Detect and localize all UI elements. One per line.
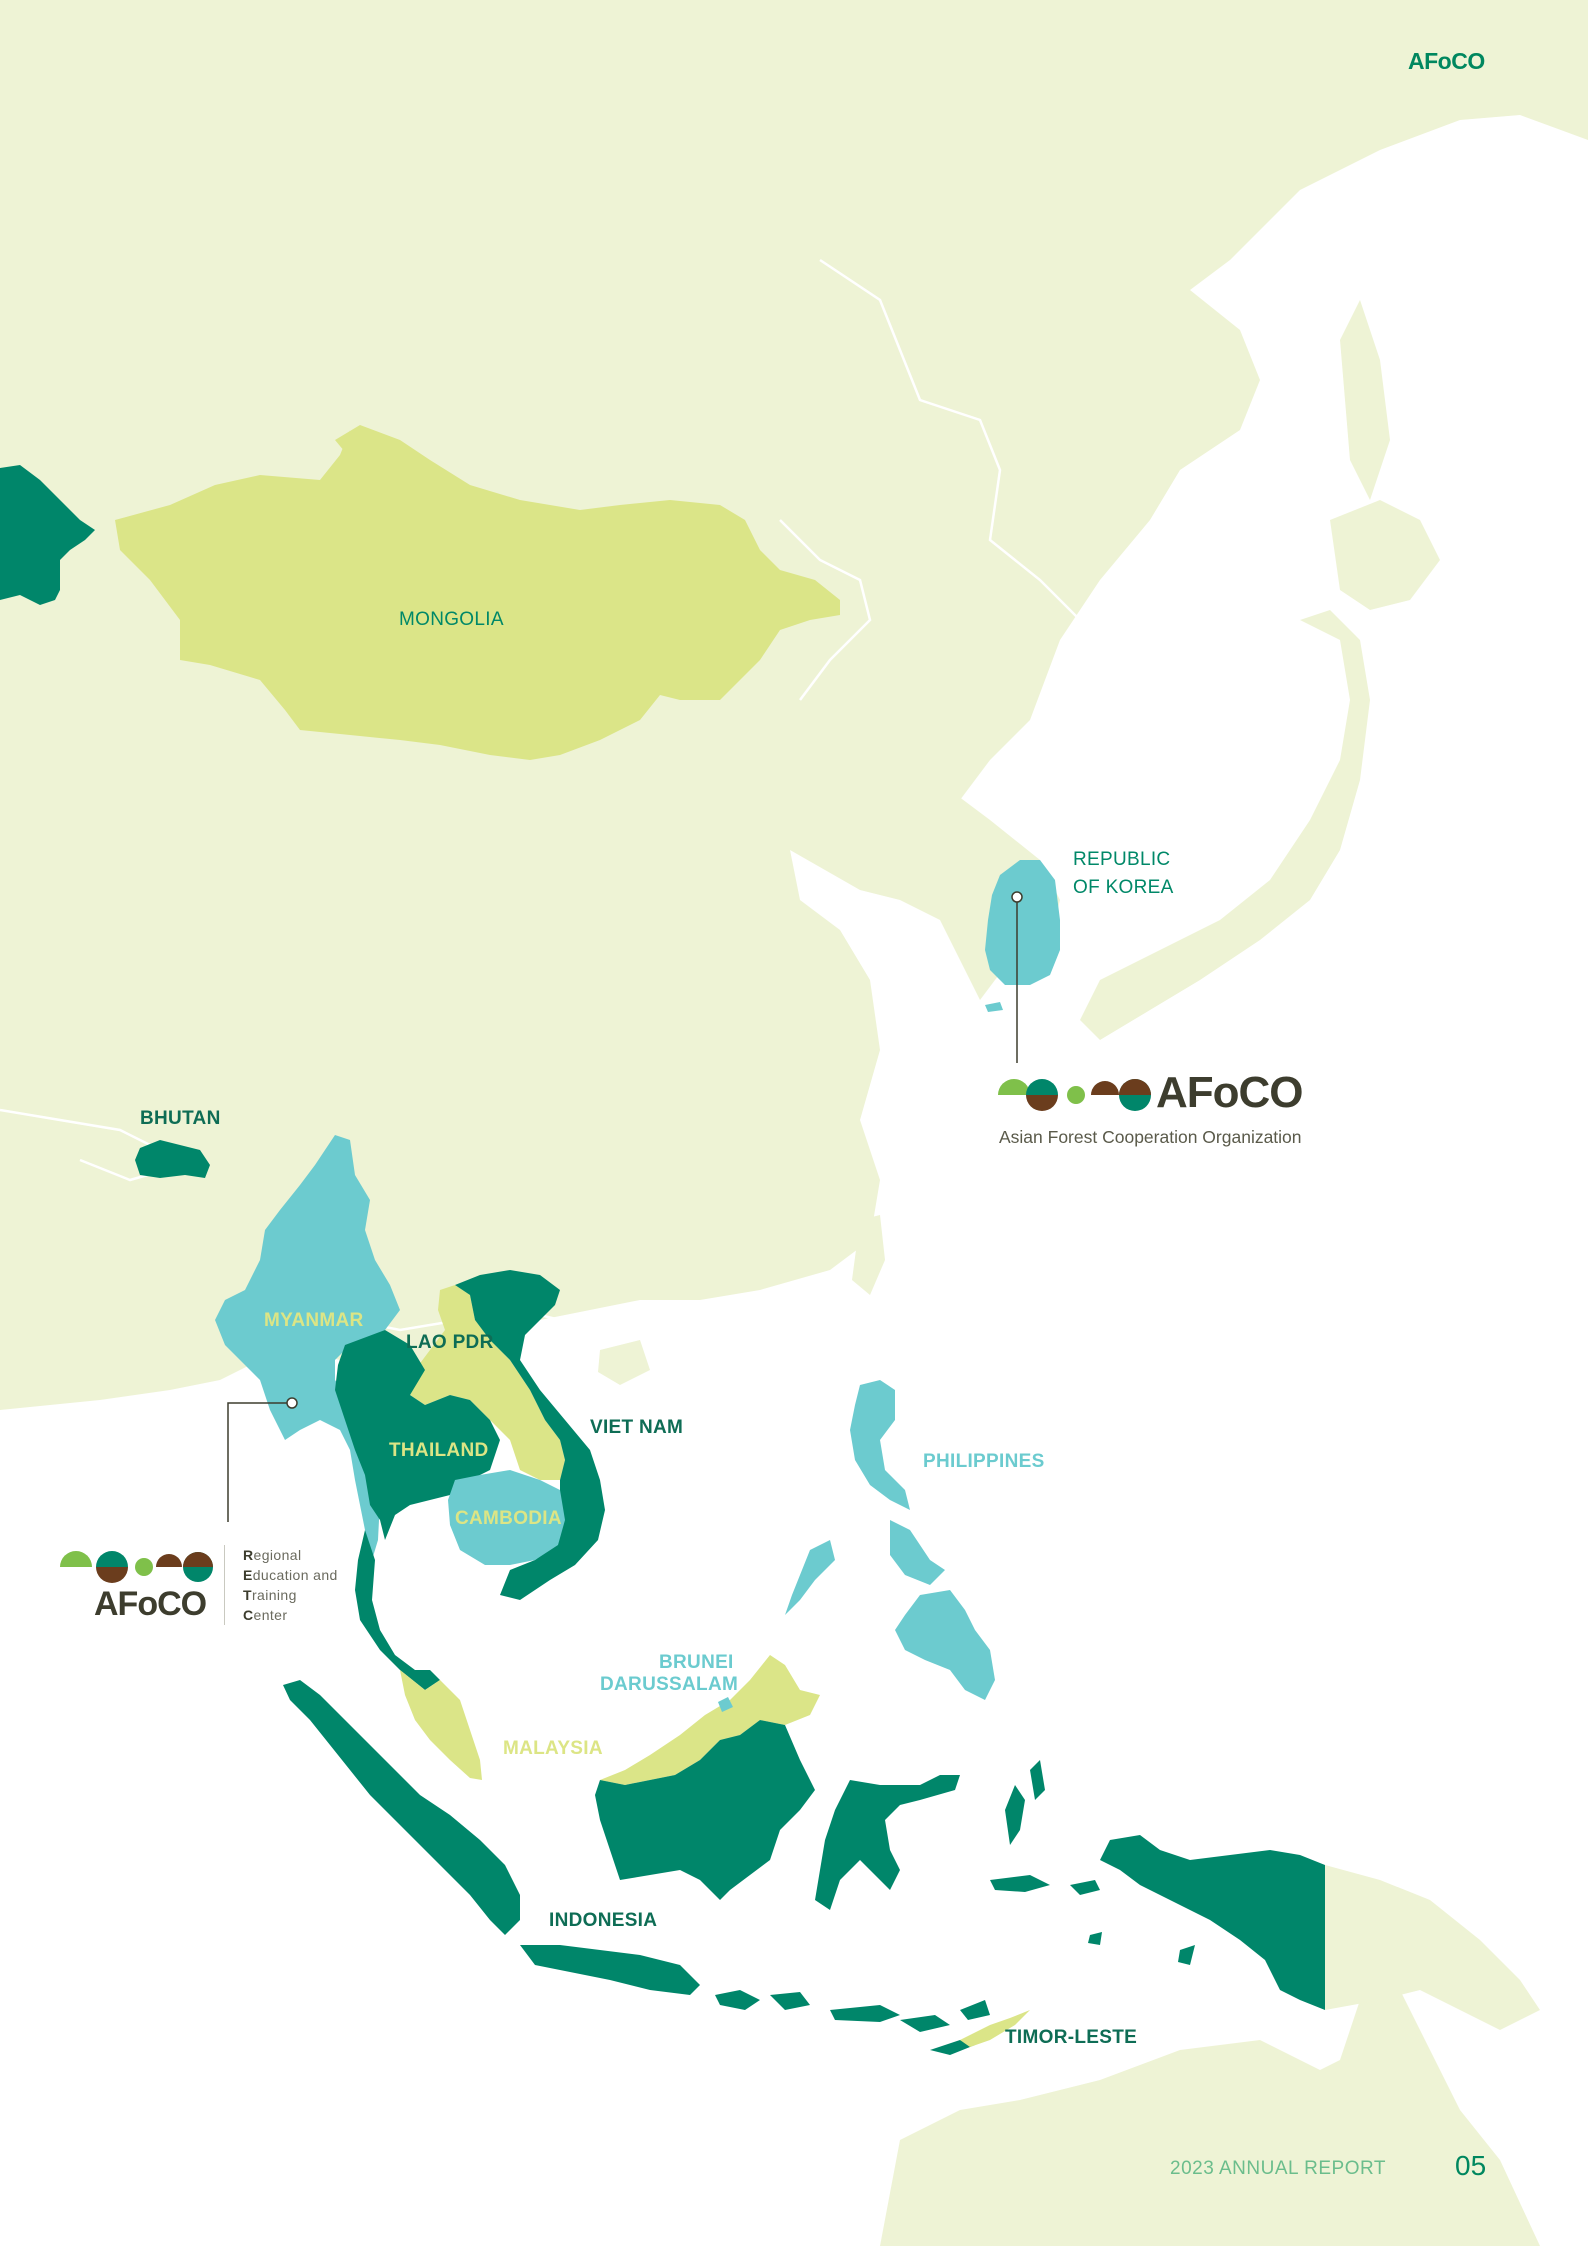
label-thailand: THAILAND: [389, 1440, 489, 1461]
hq-subtitle: Asian Forest Cooperation Organization: [999, 1127, 1302, 1147]
country-korea: [985, 860, 1060, 985]
pointer-korea: [1011, 891, 1023, 1063]
label-korea-line1: REPUBLIC: [1073, 849, 1171, 870]
label-myanmar: MYANMAR: [264, 1310, 364, 1331]
country-laos: [410, 1285, 565, 1480]
land-png: [1325, 1865, 1540, 2030]
country-indonesia: [283, 1680, 1325, 2055]
rc-line-center: Center: [243, 1607, 288, 1623]
country-malaysia-peninsula: [400, 1670, 482, 1780]
country-thailand-south: [355, 1530, 440, 1690]
country-philippines: [785, 1380, 995, 1700]
label-korea-line2: OF KOREA: [1073, 877, 1174, 898]
footer-report-title: 2023 ANNUAL REPORT: [1170, 2158, 1386, 2179]
rc-line-regional: Regional: [243, 1547, 302, 1563]
land-taiwan: [852, 1215, 885, 1295]
label-laos: LAO PDR: [406, 1332, 494, 1353]
header-brand: AFoCO: [1408, 48, 1485, 74]
rc-wordmark: AFoCO: [94, 1585, 207, 1623]
country-cambodia: [448, 1470, 565, 1565]
label-brunei-line1: BRUNEI: [659, 1652, 734, 1673]
land-japan: [1080, 610, 1370, 1040]
label-vietnam: VIET NAM: [590, 1417, 684, 1438]
island-jeju: [985, 1002, 1003, 1012]
label-indonesia: INDONESIA: [549, 1910, 658, 1931]
country-brunei: [718, 1697, 733, 1712]
label-brunei-line2: DARUSSALAM: [600, 1674, 739, 1695]
label-bhutan: BHUTAN: [140, 1108, 221, 1129]
label-cambodia: CAMBODIA: [455, 1508, 562, 1529]
rc-line-education: Education and: [243, 1567, 338, 1583]
country-bhutan: [135, 1140, 210, 1178]
land-hokkaido: [1330, 500, 1440, 610]
country-vietnam: [455, 1270, 605, 1600]
rc-name-block: Regional Education and Training Center: [224, 1545, 338, 1625]
label-mongolia: MONGOLIA: [399, 609, 504, 630]
label-malaysia: MALAYSIA: [503, 1738, 603, 1759]
rc-line-training: Training: [243, 1587, 297, 1603]
country-timor-leste: [960, 2010, 1030, 2047]
country-left-edge: [0, 465, 95, 605]
land-sakhalin: [1340, 300, 1390, 500]
footer-page-number: 05: [1455, 2150, 1487, 2181]
hq-wordmark: AFoCO: [1156, 1068, 1304, 1117]
label-timor-leste: TIMOR-LESTE: [1005, 2027, 1138, 2048]
label-philippines: PHILIPPINES: [923, 1451, 1045, 1472]
land-australia: [880, 1990, 1540, 2246]
country-mongolia: [115, 425, 840, 760]
hq-logo-mark: [998, 1079, 1151, 1111]
land-hainan: [598, 1340, 650, 1385]
country-malaysia-borneo: [600, 1655, 820, 1785]
country-myanmar: [215, 1135, 400, 1560]
rc-logo-mark: [60, 1551, 213, 1583]
pointer-myanmar: [227, 1397, 298, 1522]
land-asia: [0, 0, 1588, 1410]
